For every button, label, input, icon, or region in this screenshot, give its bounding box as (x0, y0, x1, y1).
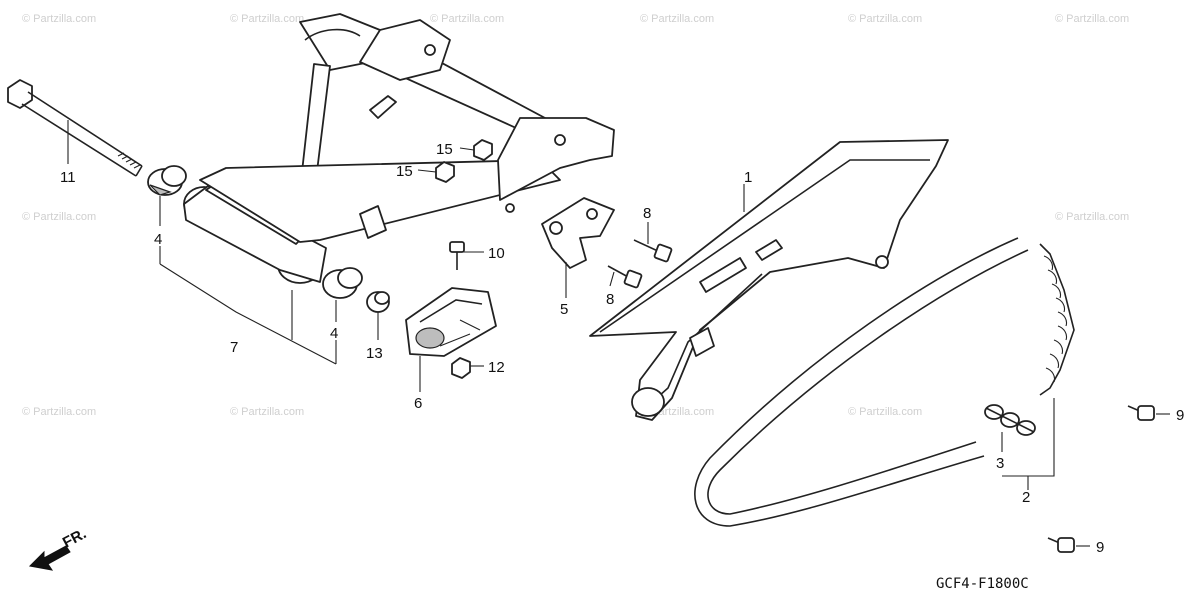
watermark: © Partzilla.com (848, 406, 922, 418)
bolt-8-upper-part[interactable] (633, 239, 673, 263)
diagram-code: GCF4-F1800C (936, 576, 1029, 592)
watermark: © Partzilla.com (1055, 13, 1129, 25)
callout-12: 12 (488, 359, 505, 376)
nut-15-upper-part[interactable] (473, 139, 493, 161)
drive-chain-part[interactable] (694, 237, 1075, 527)
nut-15-lower-part[interactable] (435, 161, 455, 183)
chain-slider-part[interactable] (405, 287, 497, 357)
callout-15-upper: 15 (436, 141, 453, 158)
callout-10: 10 (488, 245, 505, 262)
watermark: © Partzilla.com (22, 406, 96, 418)
chain-case-part[interactable] (589, 139, 949, 421)
pivot-bushing-lower[interactable] (322, 267, 363, 299)
callout-4-upper: 4 (154, 231, 162, 248)
leader-lines (67, 120, 1170, 547)
watermark: © Partzilla.com (22, 211, 96, 223)
callout-7: 7 (230, 339, 238, 356)
bolt-9-lower-part[interactable] (1047, 537, 1075, 553)
bolt-8-lower-part[interactable] (607, 265, 643, 289)
front-direction-indicator: FR. (28, 525, 89, 571)
watermark: © Partzilla.com (22, 13, 96, 25)
front-arrow-icon (28, 545, 71, 571)
callout-8-upper: 8 (643, 205, 651, 222)
watermark: © Partzilla.com (848, 13, 922, 25)
callout-4-lower: 4 (330, 325, 338, 342)
callout-5: 5 (560, 301, 568, 318)
watermark: © Partzilla.com (430, 13, 504, 25)
callout-labels: 1 2 3 4 4 5 6 7 8 8 9 9 10 11 12 13 15 1… (60, 141, 1184, 556)
watermark: © Partzilla.com (230, 406, 304, 418)
watermark: © Partzilla.com (230, 13, 304, 25)
callout-9-lower: 9 (1096, 539, 1104, 556)
callout-1: 1 (744, 169, 752, 186)
callout-8-lower: 8 (606, 291, 614, 308)
callout-2: 2 (1022, 489, 1030, 506)
pivot-bolt-part[interactable] (7, 79, 143, 177)
watermark: © Partzilla.com (1055, 211, 1129, 223)
watermark: © Partzilla.com (640, 13, 714, 25)
callout-3: 3 (996, 455, 1004, 472)
swingarm-part[interactable] (183, 13, 615, 284)
nut-12-part[interactable] (451, 357, 471, 379)
callout-11: 11 (60, 169, 76, 186)
callout-15-lower: 15 (396, 163, 413, 180)
master-link-part[interactable] (984, 404, 1036, 436)
callout-6: 6 (414, 395, 422, 412)
pivot-bushing-upper[interactable] (147, 165, 187, 196)
collar-part[interactable] (366, 291, 390, 313)
callout-13: 13 (366, 345, 383, 362)
bracket-5-part[interactable] (541, 197, 615, 269)
bolt-10-part[interactable] (449, 241, 465, 270)
bolt-9-upper-part[interactable] (1127, 405, 1155, 421)
callout-9-upper: 9 (1176, 407, 1184, 424)
watermarks: © Partzilla.com © Partzilla.com © Partzi… (22, 13, 1129, 418)
